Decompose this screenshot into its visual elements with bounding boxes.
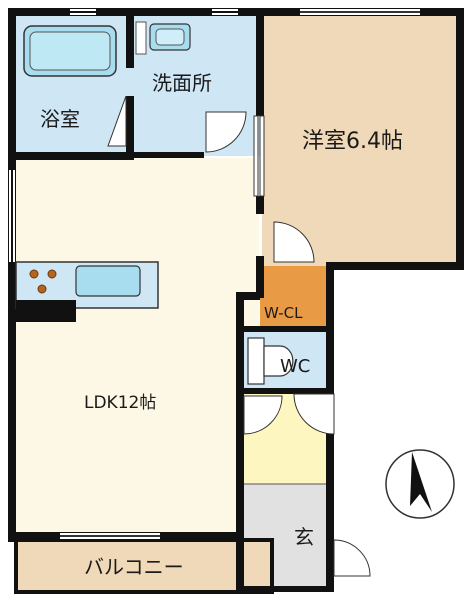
walk-in-closet-label: W-CL (264, 304, 303, 322)
stove-burners-icon (29, 269, 57, 294)
balcony-label: バルコニー (84, 555, 184, 579)
washer-space-icon (135, 21, 147, 55)
kitchen-sink-icon (75, 265, 141, 297)
toilet-label: WC (280, 356, 310, 377)
washroom-label: 洗面所 (152, 71, 212, 95)
windows (9, 9, 420, 539)
window-sills (60, 11, 420, 537)
entrance-inner-door2-icon (243, 395, 283, 435)
western-room-door-icon (273, 221, 315, 263)
toilet-icon (247, 337, 294, 385)
washroom-door-icon (205, 111, 247, 153)
bath-door-icon (107, 95, 127, 147)
north-arrow-icon (385, 449, 455, 519)
western-room-floor (262, 14, 458, 266)
sliding-door-icon (253, 115, 265, 197)
balcony-floor (18, 542, 272, 592)
sink-basin-icon (155, 28, 185, 46)
entrance-inner-door-icon (293, 393, 335, 435)
ldk-label: LDK12帖 (84, 393, 156, 413)
western-room-label: 洋室6.4帖 (302, 129, 403, 154)
bathtub-inner-icon (29, 31, 111, 71)
kitchen-back-wall (16, 300, 76, 322)
walk-in-closet-floor (260, 266, 332, 328)
front-door-icon (333, 539, 371, 577)
entrance-label: 玄 (294, 525, 314, 549)
balcony-frame (14, 538, 274, 594)
ldk-floor (14, 158, 259, 540)
bath-label: 浴室 (40, 107, 80, 131)
